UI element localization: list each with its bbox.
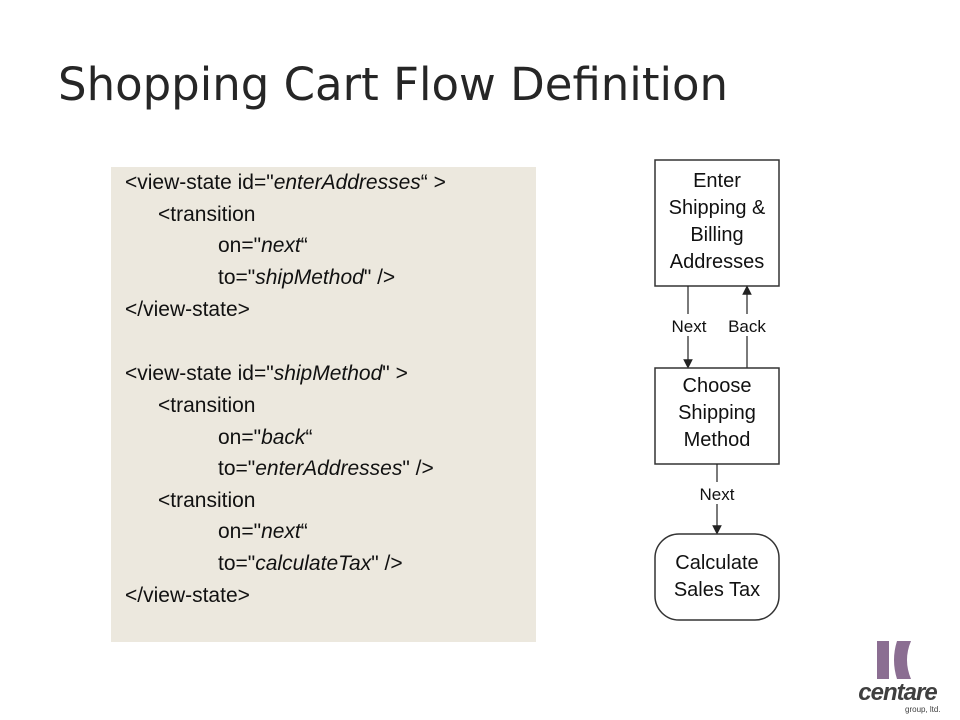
- state-choose-label: Choose: [683, 375, 752, 397]
- transition-next-label: Next: [672, 317, 707, 336]
- code-line: on="back“: [218, 426, 313, 449]
- code-line: </view-state>: [125, 584, 250, 607]
- code-line: </view-state>: [125, 298, 250, 321]
- logo-subtitle: group, ltd.: [905, 705, 941, 714]
- centare-mark-icon: [877, 641, 911, 679]
- state-calc-label: Calculate: [675, 552, 758, 574]
- state-enter-label: Addresses: [670, 251, 765, 273]
- code-line: to="shipMethod" />: [218, 266, 396, 289]
- code-line: to="enterAddresses" />: [218, 457, 434, 480]
- state-enter-label: Billing: [690, 224, 743, 246]
- code-line: on="next“: [218, 520, 308, 543]
- code-line: <transition: [158, 394, 256, 417]
- code-line: <transition: [158, 489, 256, 512]
- centare-logo: centare group, ltd.: [845, 635, 950, 715]
- state-enter-label: Shipping &: [669, 197, 766, 219]
- code-line: to="calculateTax" />: [218, 552, 403, 575]
- code-line: on="next“: [218, 234, 308, 257]
- code-line: <transition: [158, 203, 256, 226]
- flow-diagram: Enter Shipping & Billing Addresses Next …: [654, 159, 780, 621]
- transition-back-label: Back: [728, 317, 766, 336]
- slide-title: Shopping Cart Flow Definition: [58, 58, 729, 111]
- state-enter-addresses: [654, 159, 780, 287]
- state-enter-label: Enter: [693, 170, 741, 192]
- state-choose-label: Method: [684, 429, 751, 451]
- logo-wordmark: centare: [858, 679, 937, 706]
- state-choose-label: Shipping: [678, 402, 756, 424]
- state-calc-label: Sales Tax: [674, 579, 760, 601]
- state-calculate-tax: [654, 533, 780, 621]
- code-block: <view-state id="enterAddresses“ > <trans…: [111, 167, 536, 642]
- transition-next-label: Next: [700, 485, 735, 504]
- code-line: <view-state id="enterAddresses“ >: [125, 171, 446, 194]
- code-line: <view-state id="shipMethod" >: [125, 362, 408, 385]
